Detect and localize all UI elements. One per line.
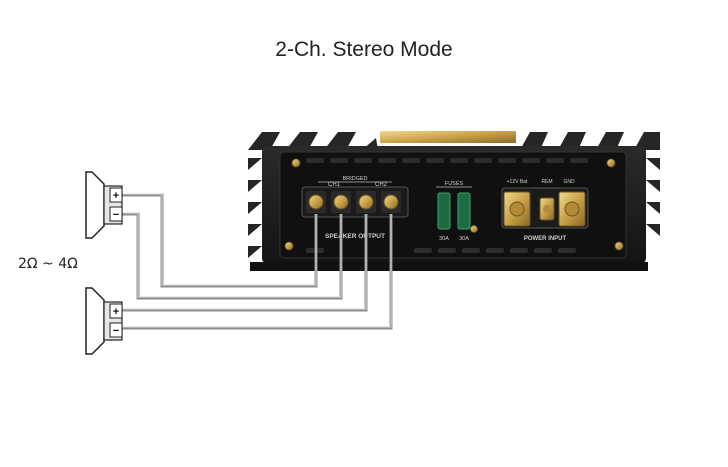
speaker-2: + − — [85, 287, 123, 355]
fuse-1-rating: 30A — [439, 236, 449, 242]
output-terminals — [306, 191, 401, 213]
rem-terminal-label: REM — [541, 179, 552, 185]
fuse-2-rating: 30A — [459, 236, 469, 242]
fuse-2 — [457, 192, 471, 230]
gnd-terminal-label: GND — [563, 179, 575, 185]
speaker-2-minus: − — [113, 325, 119, 337]
speaker-2-plus: + — [113, 306, 119, 318]
amplifier: BRIDGED CH1 CH2 SPEAKER OUTPUT FUSES — [248, 131, 660, 271]
speaker-output-label: SPEAKER OUTPUT — [325, 233, 385, 240]
bridged-label: BRIDGED — [342, 176, 367, 182]
bat-terminal-label: +12V Bat — [507, 179, 528, 185]
heatsink-fins — [248, 132, 660, 258]
amp-base — [250, 262, 648, 271]
speaker-1: + − — [85, 171, 123, 239]
fuses-label: FUSES — [445, 181, 464, 187]
speaker-1-cone — [85, 171, 105, 239]
vent-slots — [306, 158, 588, 253]
speaker-output-block: BRIDGED CH1 CH2 SPEAKER OUTPUT — [301, 176, 409, 240]
speaker-2-cone — [85, 287, 105, 355]
power-input-label: POWER INPUT — [524, 236, 567, 242]
wire-highlights — [120, 193, 392, 328]
power-input-block: +12V Bat REM GND POWER INPUT — [501, 179, 589, 242]
fuse-1 — [437, 192, 451, 230]
ch2-label: CH2 — [375, 182, 388, 188]
impedance-label: 2Ω ~ 4Ω — [18, 256, 78, 272]
diagram-title: 2-Ch. Stereo Mode — [275, 38, 453, 61]
speaker-1-plus: + — [113, 190, 119, 202]
chassis-screws — [284, 158, 624, 251]
speaker-1-minus: − — [113, 209, 119, 221]
amp-badge — [380, 131, 516, 143]
fuse-block: FUSES 30A 30A — [436, 181, 472, 242]
ch1-label: CH1 — [328, 182, 341, 188]
